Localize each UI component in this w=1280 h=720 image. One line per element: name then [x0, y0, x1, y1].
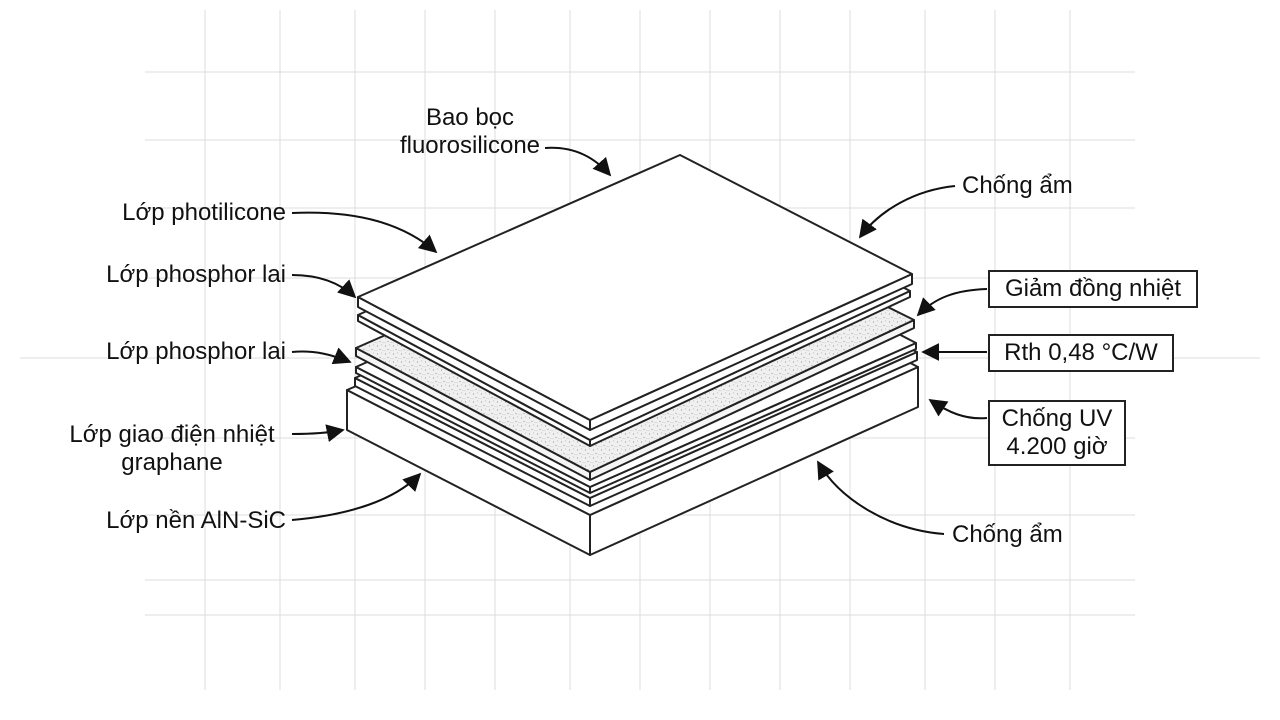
callout-thermal-resistance: Rth 0,48 °C/W — [988, 334, 1174, 372]
label-thermal-interface-line-2: graphane — [121, 449, 223, 476]
label-thermal-interface-line-1: Lớp giao điện nhiệt — [69, 421, 275, 448]
arrow-phosphor-1 — [291, 274, 357, 299]
label-encapsulation-line-1: Bao bọc — [425, 104, 515, 131]
label-encapsulation: Bao bọc fluorosilicone — [380, 104, 560, 160]
arrow-photosilicone — [291, 211, 438, 254]
label-phosphor-1: Lớp phosphor lai — [106, 261, 286, 288]
callout-thermal-resistance-text: Rth 0,48 °C/W — [1004, 339, 1158, 366]
arrow-heat-reduction — [916, 288, 988, 317]
arrow-substrate — [291, 472, 422, 521]
callout-uv-line-2: 4.200 giờ — [1006, 433, 1108, 460]
arrow-moisture-bottom — [817, 460, 945, 535]
arrow-encapsulation — [544, 146, 612, 177]
callout-heat-reduction: Giảm đồng nhiệt — [988, 270, 1198, 308]
callout-uv-line-1: Chống UV — [1001, 405, 1113, 432]
label-phosphor-2: Lớp phosphor lai — [106, 338, 286, 365]
arrow-thermal-interface — [291, 424, 345, 443]
arrow-uv — [928, 399, 988, 420]
label-moisture-bottom: Chống ẩm — [952, 521, 1063, 548]
label-thermal-interface: Lớp giao điện nhiệt graphane — [52, 421, 292, 477]
arrow-moisture-top — [858, 185, 956, 239]
arrow-phosphor-2 — [291, 347, 352, 365]
label-encapsulation-line-2: fluorosilicone — [399, 132, 541, 159]
callout-uv-resistance: Chống UV 4.200 giờ — [988, 400, 1126, 466]
label-moisture-top: Chống ẩm — [962, 172, 1073, 199]
label-photosilicone: Lớp photilicone — [122, 199, 286, 226]
encapsulation-layer — [357, 154, 913, 431]
label-substrate: Lớp nền AlN-SiC — [106, 507, 286, 534]
callout-heat-reduction-text: Giảm đồng nhiệt — [1004, 275, 1182, 302]
